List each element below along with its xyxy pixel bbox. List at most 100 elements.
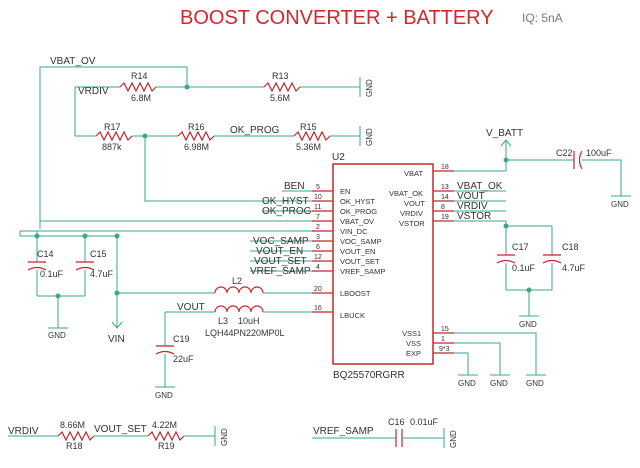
r13-ref: R13	[272, 71, 289, 81]
schematic-title: BOOST CONVERTER + BATTERY	[180, 7, 494, 29]
pin-num-vout-set: 12	[314, 254, 322, 261]
pin-name-exp: EXP	[406, 349, 421, 358]
c22-ref: C22	[556, 148, 573, 158]
pin-num-lbuck: 16	[314, 305, 322, 312]
c17-value: 0.1uF	[512, 263, 536, 273]
l3-part: LQH44PN220MP0L	[205, 328, 285, 338]
buck-output: VOUT L3 10uH LQH44PN220MP0L C19 22uF GND	[155, 302, 312, 400]
resistor-r16	[177, 130, 215, 142]
pin-name-en: EN	[340, 187, 350, 196]
c19-value: 22uF	[173, 354, 194, 364]
l2-ref: L2	[232, 276, 242, 286]
pin-name-vout: VOUT	[404, 199, 425, 208]
pin-num-en: 5	[316, 184, 320, 191]
resistor-r17	[95, 130, 133, 142]
pin-num-vbat: 18	[441, 164, 449, 171]
pin-name-ok-hyst: OK_HYST	[340, 197, 375, 206]
r16-ref: R16	[188, 122, 205, 132]
c19-ref: C19	[173, 334, 190, 344]
resistor-r19	[147, 430, 185, 442]
net-label-ok-prog-pin: OK_PROG	[262, 206, 312, 217]
pin-num-vss: 1	[441, 336, 445, 343]
pin-num-vref-samp: 4	[316, 264, 320, 271]
pin-name-vout-set: VOUT_SET	[340, 257, 380, 266]
gnd-label-c22: GND	[611, 200, 629, 209]
pin-num-vbat-ok: 13	[441, 184, 449, 191]
net-label-vrdiv-bottom: VRDIV	[8, 426, 39, 437]
pin-num-vout: 14	[441, 194, 449, 201]
resistor-r15	[293, 130, 331, 142]
pin-num-vout-en: 6	[316, 244, 320, 251]
ic-u2-ref: U2	[332, 152, 345, 163]
vbat-ov-divider: VBAT_OV VRDIV R14 6.8M R13 5.6M GND	[39, 56, 374, 229]
vin-boost: VIN L2	[108, 236, 312, 345]
gnd-label-vss: GND	[490, 379, 508, 388]
pin-name-vbat-ok: VBAT_OK	[389, 189, 423, 198]
pin-num-ok-prog: 11	[314, 204, 321, 211]
gnd-label-exp: GND	[458, 379, 476, 388]
vss-grounds: GND GND GND	[454, 332, 546, 388]
gnd-label-c19: GND	[155, 391, 173, 400]
ic-u2-part: BQ25570RGRR	[333, 370, 405, 381]
gnd-label-c17: GND	[519, 320, 537, 329]
pin-name-vstor: VSTOR	[399, 219, 425, 228]
input-caps: C14 0.1uF C15 4.7uF GND	[19, 231, 120, 340]
net-label-vrdiv-pin: VRDIV	[457, 201, 488, 212]
r18-ref: R18	[66, 441, 83, 451]
right-nets: VBAT_OK VOUT VRDIV VSTOR C17 0.1uF C18 4…	[454, 181, 586, 329]
pin-num-ok-hyst: 10	[314, 194, 322, 201]
c14-value: 0.1uF	[40, 269, 64, 279]
net-label-vrdiv: VRDIV	[78, 86, 109, 97]
c16-ref: C16	[388, 417, 405, 427]
resistor-r13	[263, 81, 301, 93]
c15-value: 4.7uF	[90, 269, 114, 279]
pin-num-vin-dc: 2	[316, 224, 320, 231]
net-label-vbat-ov: VBAT_OV	[50, 56, 96, 67]
pin-name-vrdiv: VRDIV	[400, 209, 423, 218]
net-label-vout-set-bottom: VOUT_SET	[94, 424, 147, 435]
gnd-label-r13: GND	[365, 79, 374, 97]
resistor-r18	[57, 430, 95, 442]
r14-ref: R14	[131, 71, 148, 81]
c18-value: 4.7uF	[562, 263, 586, 273]
pin-name-ok-prog: OK_PROG	[340, 207, 377, 216]
vrdiv-wire-left	[74, 86, 120, 136]
r19-ref: R19	[158, 441, 175, 451]
ic-u2: U2 BQ25570RGRR 5 EN 10 OK_HYST 11 OK_PRO…	[312, 152, 454, 381]
r19-value: 4.22M	[152, 420, 177, 430]
pin-num-vstor: 19	[441, 214, 449, 221]
pin-num-vss1: 15	[441, 326, 449, 333]
vref-samp-cap: VREF_SAMP C16 0.01uF GND	[312, 417, 458, 448]
gnd-label-c16: GND	[449, 430, 458, 448]
l3-ref: L3	[218, 316, 228, 326]
r13-value: 5.6M	[270, 93, 290, 103]
c15-ref: C15	[90, 249, 107, 259]
pin-name-vss1: VSS1	[402, 329, 421, 338]
net-label-ben: BEN	[284, 181, 305, 192]
net-label-v-batt: V_BATT	[486, 128, 523, 139]
r17-ref: R17	[104, 122, 121, 132]
pin-name-lboost: LBOOST	[340, 289, 371, 298]
pin-name-vref-samp: VREF_SAMP	[340, 267, 385, 276]
net-label-vin: VIN	[108, 334, 125, 345]
net-label-vref-samp: VREF_SAMP	[250, 266, 311, 277]
pin-name-vbat: VBAT	[404, 169, 423, 178]
ok-hyst-feed-wire	[144, 136, 312, 202]
net-label-vout-en: VOUT_EN	[256, 246, 303, 257]
ic-u2-body	[332, 163, 434, 365]
r15-value: 5.36M	[296, 142, 321, 152]
net-label-ok-hyst: OK_HYST	[262, 196, 309, 207]
r17-value: 887k	[102, 142, 122, 152]
gnd-label-vss1: GND	[526, 379, 544, 388]
net-label-vout-buck: VOUT	[177, 302, 205, 313]
pin-num-lboost: 20	[314, 286, 322, 293]
junction-dot	[184, 84, 190, 90]
inductor-l2	[214, 286, 264, 294]
pin-num-vrdiv: 8	[441, 204, 445, 211]
iq-note: IQ: 5nA	[522, 11, 563, 25]
r16-value: 6.98M	[184, 142, 209, 152]
pin-name-vss: VSS	[406, 339, 421, 348]
net-label-voc-samp: VOC_SAMP	[253, 236, 309, 247]
r18-value: 8.66M	[60, 420, 85, 430]
